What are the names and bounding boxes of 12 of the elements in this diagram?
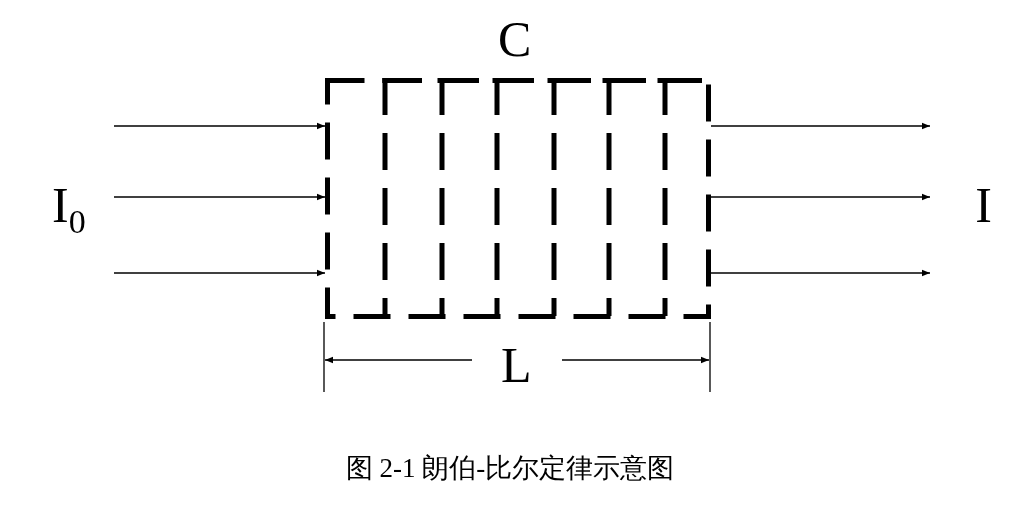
figure-caption: 图 2-1 朗伯-比尔定律示意图	[344, 455, 676, 482]
arrow	[113, 193, 326, 201]
sample-cell	[325, 78, 711, 319]
intensity-label: I$_{0}$	[52, 180, 114, 242]
concentration-label: C	[498, 14, 532, 64]
intensity-label: I	[930, 180, 992, 230]
arrow	[710, 269, 931, 277]
arrow	[113, 122, 326, 130]
arrow	[113, 269, 326, 277]
arrow	[710, 193, 931, 201]
arrow	[710, 122, 931, 130]
path-length-label: L	[501, 340, 532, 390]
